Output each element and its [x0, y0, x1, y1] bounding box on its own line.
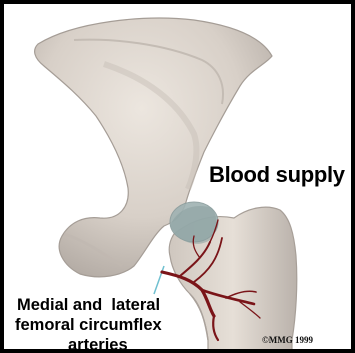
caption-leader-line: [154, 266, 164, 294]
caption-line-2: femoral circumflex: [15, 315, 162, 335]
caption-line-1: Medial and lateral: [17, 295, 160, 315]
copyright-notice: ©MMG 1999: [262, 335, 313, 345]
caption-line-3: arteries: [68, 335, 128, 353]
figure-title: Blood supply: [209, 162, 345, 188]
